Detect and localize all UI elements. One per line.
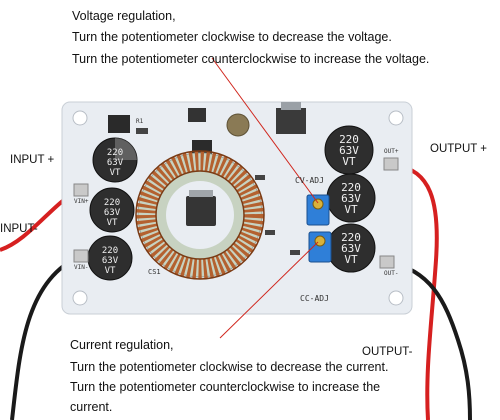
cap-series: VT — [109, 168, 121, 178]
vin-plus-silk: VIN+ — [74, 198, 89, 205]
cv-adj-silk: CV-ADJ — [295, 176, 324, 185]
cap-series: VT — [342, 155, 356, 168]
voltage-regulation-line2: Turn the potentiometer counterclockwise … — [72, 52, 430, 66]
input-cap-2-label: 220 63V VT — [98, 198, 126, 228]
mount-hole-tl — [72, 110, 88, 126]
cc-potentiometer — [308, 231, 332, 263]
toroid-inductor — [135, 150, 265, 280]
vin-plus-pad — [73, 183, 89, 197]
cap-series: VT — [344, 253, 358, 266]
cap-voltage: 63V — [101, 256, 119, 266]
input-cap-2 — [89, 187, 135, 233]
mount-hole-tr — [388, 110, 404, 126]
input-plus-label: INPUT + — [10, 154, 55, 166]
cap-series: VT — [104, 266, 116, 276]
cs1-silk: CS1 — [148, 268, 161, 276]
output-minus-wire — [387, 260, 472, 420]
input-cap-3-label: 220 63V VT — [96, 246, 124, 276]
current-regulation-title: Current regulation, — [70, 338, 174, 352]
cap-value: 220 — [106, 148, 124, 158]
output-cap-3-label: 220 63V VT — [335, 232, 367, 265]
output-minus-label: OUTPUT- — [362, 346, 413, 358]
resistor-r3 — [255, 175, 265, 180]
mount-hole-br — [388, 290, 404, 306]
cap-voltage: 63V — [341, 242, 361, 255]
output-cap-2-label: 220 63V VT — [335, 182, 367, 215]
cap-voltage: 63V — [106, 158, 124, 168]
cap-value: 220 — [339, 133, 359, 146]
out-minus-silk: OUT- — [384, 270, 399, 277]
cap-value: 220 — [103, 198, 121, 208]
cc-adj-silk: CC-ADJ — [300, 294, 329, 303]
small-cap — [226, 113, 250, 137]
cap-value: 220 — [341, 231, 361, 244]
r1-silk: R1 — [136, 118, 144, 125]
output-cap-1-label: 220 63V VT — [333, 134, 365, 167]
input-cap-1 — [92, 137, 138, 183]
current-pointer-line — [219, 241, 319, 339]
input-cap-1-label: 220 63V VT — [101, 148, 129, 178]
current-regulation-line2: Turn the potentiometer counterclockwise … — [70, 380, 381, 394]
mosfet-tab — [281, 102, 301, 110]
mount-hole-bl — [72, 290, 88, 306]
out-plus-silk: OUT+ — [384, 148, 399, 155]
resistor-r5 — [290, 250, 300, 255]
out-plus-pad — [383, 157, 399, 171]
cap-value: 220 — [101, 246, 119, 256]
ic-u2 — [108, 115, 130, 133]
resistor-r1 — [136, 128, 148, 134]
voltage-pointer-line — [211, 57, 319, 204]
current-regulation-line3: current. — [70, 400, 113, 414]
vin-minus-silk: VIN- — [74, 264, 89, 271]
cap-voltage: 63V — [103, 208, 121, 218]
input-minus-label: INPUT- — [0, 223, 38, 235]
vin-minus-pad — [73, 249, 89, 263]
cv-potentiometer — [306, 194, 330, 226]
voltage-regulation-line1: Turn the potentiometer clockwise to decr… — [72, 30, 392, 44]
current-regulation-line1: Turn the potentiometer clockwise to decr… — [70, 360, 389, 374]
output-plus-wire — [394, 163, 439, 420]
cap-series: VT — [344, 203, 358, 216]
voltage-regulation-title: Voltage regulation, — [72, 9, 176, 23]
out-minus-pad — [379, 255, 395, 269]
chip-q2 — [188, 108, 206, 122]
cap-voltage: 63V — [341, 192, 361, 205]
cap-voltage: 63V — [339, 144, 359, 157]
output-plus-label: OUTPUT + — [430, 143, 487, 155]
cap-value: 220 — [341, 181, 361, 194]
cap-series: VT — [106, 218, 118, 228]
resistor-r4 — [265, 230, 275, 235]
mosfet — [276, 108, 306, 134]
